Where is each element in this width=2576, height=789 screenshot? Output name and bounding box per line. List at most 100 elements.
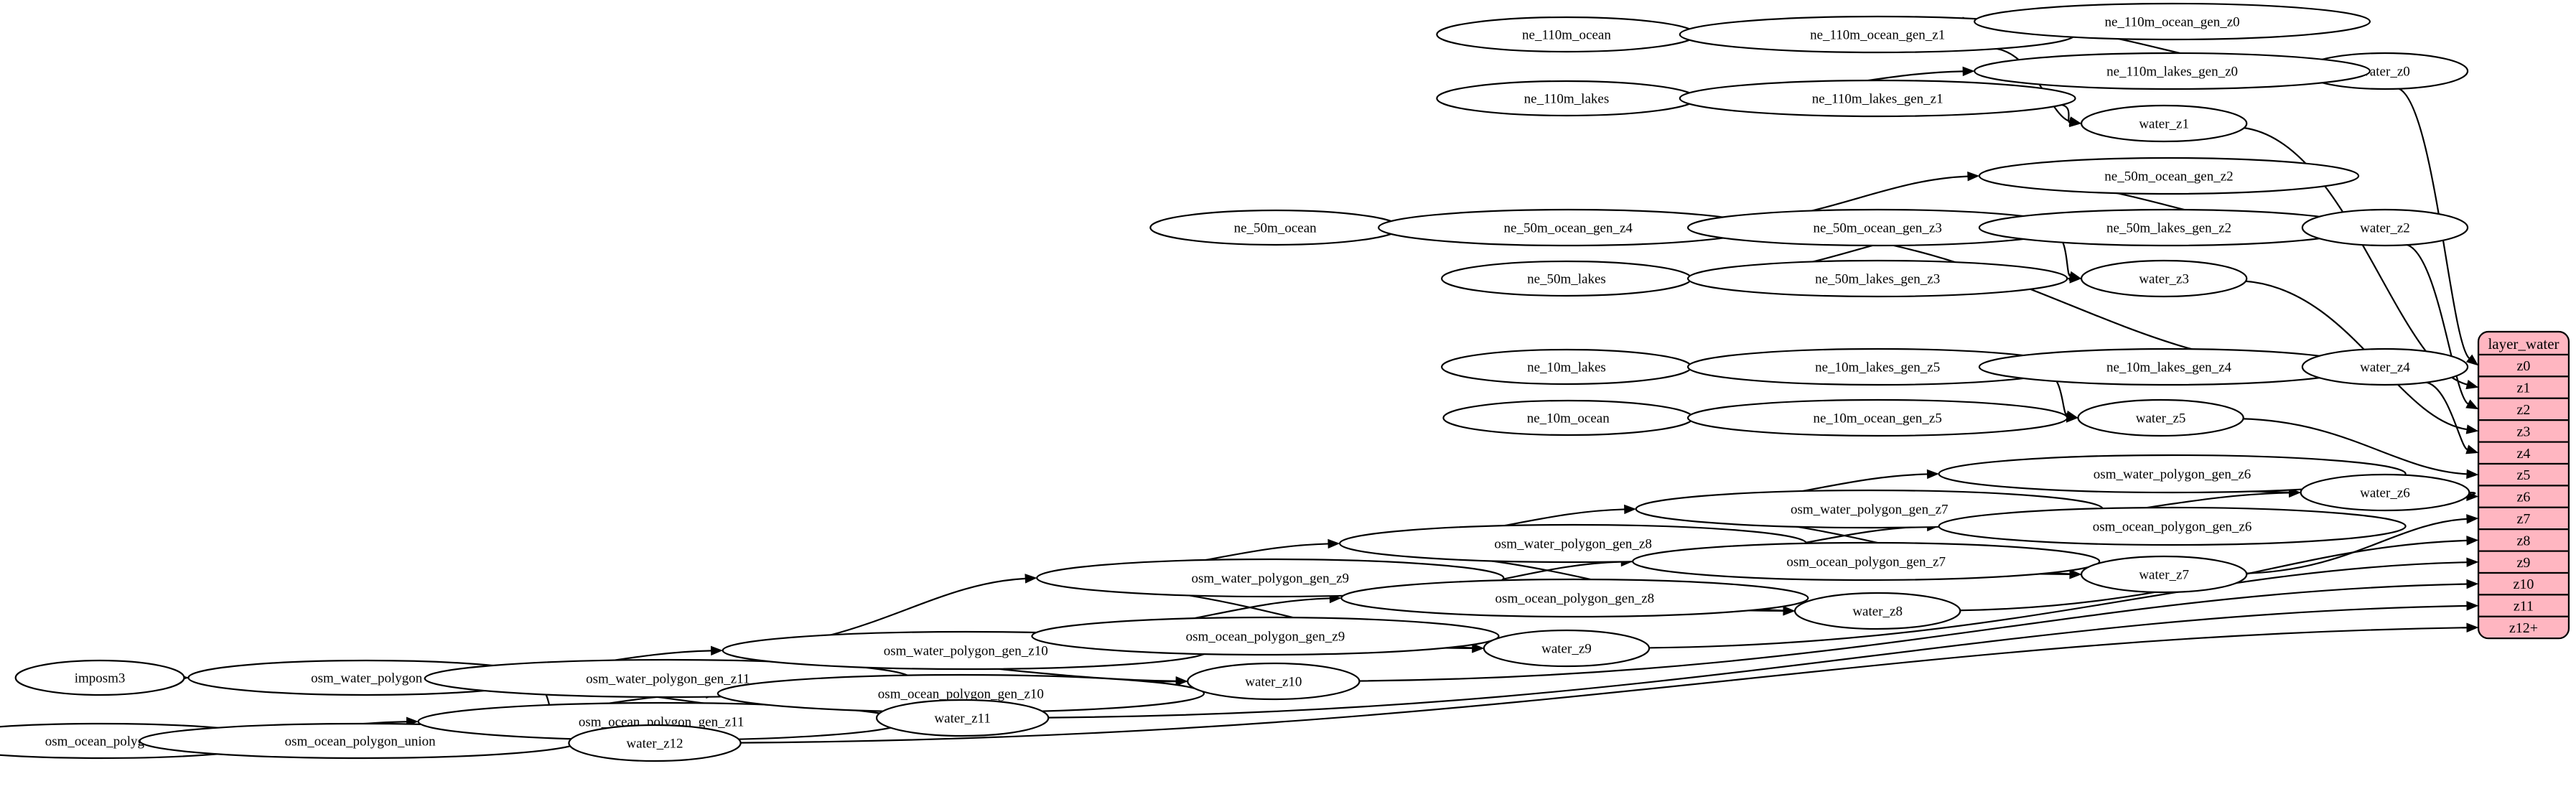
node-label: water_z0 — [2360, 65, 2410, 80]
node-ne_10m_lakes_gen_z4[interactable]: ne_10m_lakes_gen_z4 — [1978, 347, 2360, 386]
table-row-layer_z1[interactable]: z1 — [2517, 381, 2531, 396]
table-row-layer_z5[interactable]: z5 — [2517, 467, 2531, 483]
node-osm_water_polygon_gen_z6[interactable]: osm_water_polygon_gen_z6 — [1938, 454, 2407, 494]
node-label: water_z12 — [626, 737, 683, 752]
node-label: ne_10m_lakes — [1527, 360, 1606, 375]
node-ne_110m_ocean_gen_z0[interactable]: ne_110m_ocean_gen_z0 — [1974, 2, 2371, 41]
node-label: ne_50m_lakes_gen_z2 — [2106, 221, 2231, 236]
node-label: osm_water_polygon_gen_z9 — [1192, 571, 1350, 587]
node-ne_10m_ocean[interactable]: ne_10m_ocean — [1442, 399, 1694, 436]
node-label: ne_110m_lakes_gen_z1 — [1812, 92, 1943, 107]
node-water_z11[interactable]: water_z11 — [875, 699, 1050, 737]
node-label: water_z5 — [2136, 411, 2186, 426]
node-osm_ocean_polygon_gen_z8[interactable]: osm_ocean_polygon_gen_z8 — [1340, 578, 1809, 618]
node-water_z10[interactable]: water_z10 — [1187, 662, 1361, 701]
node-label: osm_ocean_polygon_gen_z9 — [1186, 630, 1345, 645]
node-label: osm_water_polygon_gen_z8 — [1494, 537, 1652, 552]
edge-water_z5-to-layer_z5 — [2241, 418, 2479, 480]
node-label: ne_110m_lakes — [1524, 92, 1610, 107]
table-row-layer_z9[interactable]: z9 — [2517, 555, 2531, 571]
table-layer-water[interactable]: layer_waterz0z1z2z3z4z5z6z7z8z9z10z11z12… — [2477, 330, 2570, 640]
node-label: ne_110m_ocean_gen_z0 — [2104, 15, 2239, 30]
node-label: osm_water_polygon_gen_z10 — [884, 644, 1048, 659]
node-water_z9[interactable]: water_z9 — [1483, 629, 1651, 668]
node-water_z8[interactable]: water_z8 — [1793, 592, 1961, 630]
node-water_z1[interactable]: water_z1 — [2080, 104, 2248, 143]
node-ne_110m_ocean[interactable]: ne_110m_ocean — [1436, 16, 1697, 53]
layer-water-table: layer_waterz0z1z2z3z4z5z6z7z8z9z10z11z12… — [2477, 330, 2570, 640]
node-label: osm_water_polygon_gen_z7 — [1791, 503, 1949, 518]
edge-water_z9-to-layer_z9 — [1647, 557, 2479, 649]
node-label: ne_10m_ocean_gen_z5 — [1813, 411, 1941, 426]
node-water_z12[interactable]: water_z12 — [568, 724, 742, 762]
node-ne_10m_lakes[interactable]: ne_10m_lakes — [1441, 348, 1692, 386]
node-label: water_z6 — [2360, 486, 2410, 501]
node-label: osm_ocean_polygon_gen_z6 — [2093, 520, 2252, 535]
table-row-layer_z2[interactable]: z2 — [2517, 402, 2531, 418]
node-label: ne_50m_ocean_gen_z3 — [1813, 221, 1941, 236]
node-water_z7[interactable]: water_z7 — [2080, 555, 2248, 594]
node-label: osm_water_polygon_gen_z6 — [2094, 467, 2251, 482]
node-ne_50m_lakes[interactable]: ne_50m_lakes — [1441, 260, 1692, 297]
node-label: water_z1 — [2139, 117, 2189, 132]
node-label: water_z10 — [1245, 675, 1302, 690]
node-label: ne_50m_ocean_gen_z2 — [2104, 169, 2233, 185]
table-row-layer_z12[interactable]: z12+ — [2509, 620, 2538, 636]
node-osm_ocean_polygon_gen_z9[interactable]: osm_ocean_polygon_gen_z9 — [1031, 616, 1500, 656]
node-label: water_z7 — [2139, 568, 2189, 583]
node-label: water_z2 — [2360, 221, 2410, 236]
edge-ne_50m_lakes_gen_z3-to-water_z3 — [2067, 274, 2082, 284]
node-label: ne_110m_ocean — [1522, 28, 1611, 43]
node-water_z2[interactable]: water_z2 — [2301, 208, 2469, 247]
node-osm_ocean_polygon_gen_z7[interactable]: osm_ocean_polygon_gen_z7 — [1632, 541, 2101, 582]
node-label: imposm3 — [75, 671, 126, 686]
node-label: ne_10m_ocean — [1527, 411, 1610, 426]
node-label: ne_10m_lakes_gen_z4 — [2106, 360, 2232, 375]
node-ne_50m_lakes_gen_z3[interactable]: ne_50m_lakes_gen_z3 — [1686, 259, 2068, 298]
edge-water_z4-to-layer_z4 — [2425, 381, 2479, 454]
table-row-layer_z7[interactable]: z7 — [2517, 511, 2531, 527]
node-water_z6[interactable]: water_z6 — [2300, 473, 2470, 512]
node-water_z4[interactable]: water_z4 — [2301, 347, 2469, 386]
node-water_z3[interactable]: water_z3 — [2080, 259, 2248, 298]
node-label: water_z3 — [2139, 272, 2189, 287]
edge-water_z11-to-layer_z11 — [1046, 601, 2479, 719]
nodes-layer: imposm3 osm_water_polygon osm_ocean_polygo… — [0, 2, 2470, 762]
node-label: water_z4 — [2360, 360, 2410, 375]
node-label: osm_ocean_polygon — [45, 734, 159, 750]
node-label: osm_ocean_polygon_gen_z10 — [878, 687, 1044, 702]
node-ne_110m_lakes[interactable]: ne_110m_lakes — [1436, 80, 1697, 117]
node-label: ne_50m_ocean_gen_z4 — [1504, 221, 1633, 236]
node-osm_ocean_polygon_gen_z6[interactable]: osm_ocean_polygon_gen_z6 — [1938, 506, 2407, 546]
node-ne_10m_ocean_gen_z5[interactable]: ne_10m_ocean_gen_z5 — [1686, 398, 2068, 437]
node-label: water_z8 — [1852, 604, 1903, 620]
table-row-layer_z8[interactable]: z8 — [2517, 533, 2531, 548]
table-row-layer_z4[interactable]: z4 — [2517, 446, 2531, 462]
node-ne_50m_ocean_gen_z2[interactable]: ne_50m_ocean_gen_z2 — [1978, 157, 2360, 195]
node-label: osm_ocean_polygon_union — [285, 734, 437, 750]
node-label: ne_50m_ocean — [1234, 221, 1317, 236]
node-label: osm_water_polygon — [311, 671, 423, 686]
node-ne_50m_ocean[interactable]: ne_50m_ocean — [1149, 209, 1401, 246]
node-water_z5[interactable]: water_z5 — [2077, 398, 2244, 437]
edge-water_z2-to-layer_z2 — [2406, 243, 2479, 410]
edge-water_z10-to-layer_z10 — [1358, 579, 2479, 682]
node-ne_110m_lakes_gen_z0[interactable]: ne_110m_lakes_gen_z0 — [1974, 52, 2371, 90]
table-row-layer_z0[interactable]: z0 — [2517, 358, 2531, 374]
node-label: osm_ocean_polygon_gen_z7 — [1786, 555, 1946, 570]
node-ne_50m_ocean_gen_z4[interactable]: ne_50m_ocean_gen_z4 — [1378, 208, 1759, 247]
node-label: water_z9 — [1541, 642, 1592, 657]
table-row-layer_z3[interactable]: z3 — [2517, 424, 2531, 439]
node-label: osm_ocean_polygon_gen_z8 — [1495, 592, 1655, 607]
table-row-layer_z10[interactable]: z10 — [2514, 576, 2534, 592]
table-row-layer_z11[interactable]: z11 — [2514, 599, 2534, 615]
table-row-layer_z6[interactable]: z6 — [2517, 490, 2531, 505]
node-ne_110m_lakes_gen_z1[interactable]: ne_110m_lakes_gen_z1 — [1679, 79, 2076, 118]
node-label: ne_110m_lakes_gen_z0 — [2106, 65, 2238, 80]
edge-water_z7-to-layer_z7 — [2244, 514, 2479, 574]
edge-water_z12-to-layer_z12 — [739, 622, 2479, 744]
node-label: ne_110m_ocean_gen_z1 — [1810, 28, 1945, 43]
node-imposm3[interactable]: imposm3 — [14, 659, 185, 696]
